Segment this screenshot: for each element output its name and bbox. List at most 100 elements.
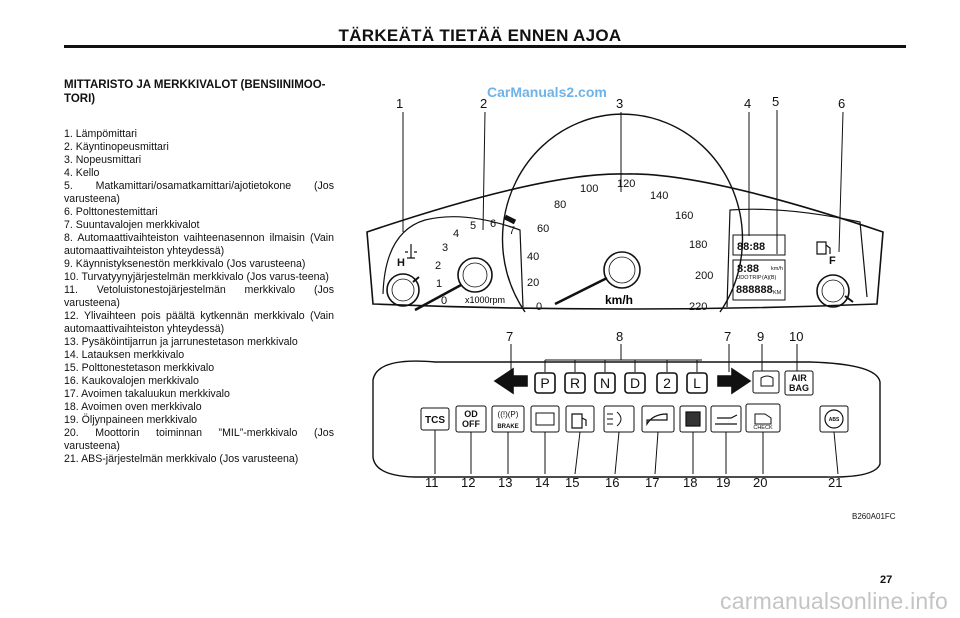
instrument-cluster-figure: 1 2 3 4 5 6 7 8 7 9 10 11 12 13 14 15 16… bbox=[366, 94, 884, 490]
callout-1: 1 bbox=[396, 96, 403, 111]
speed-tick: 160 bbox=[675, 210, 693, 222]
lcd-odo-digits: 888888 bbox=[736, 284, 773, 296]
callout-2: 2 bbox=[480, 96, 487, 111]
callout-6: 6 bbox=[838, 96, 845, 111]
legend-item: 9. Käynnistyksenestön merkkivalo (Jos va… bbox=[64, 258, 306, 270]
fuel-full-label: F bbox=[829, 255, 836, 267]
legend-list: 1. Lämpömittari 2. Käyntinopeusmittari 3… bbox=[64, 128, 334, 466]
lcd-odo: ODO bbox=[736, 275, 749, 281]
legend-item: 19. Öljynpaineen merkkivalo bbox=[64, 414, 198, 426]
lcd-clock-digits: 88:88 bbox=[737, 241, 765, 253]
speed-tick: 40 bbox=[527, 251, 539, 263]
tach-tick: 7 bbox=[509, 225, 515, 237]
check-label: CHECK bbox=[753, 425, 773, 431]
gear-l: L bbox=[693, 375, 701, 391]
callout-12: 12 bbox=[461, 475, 475, 490]
speedo-bezel bbox=[501, 113, 744, 313]
callout-21: 21 bbox=[828, 475, 842, 490]
speedo-knob bbox=[603, 251, 641, 289]
tailgate-icon bbox=[641, 405, 675, 433]
legend-item: 5. Matkamittari/osamatkamittari/ajotieto… bbox=[64, 180, 334, 205]
footer-watermark: carmanualsonline.info bbox=[720, 588, 948, 614]
legend-item: 20. Moottorin toiminnan ”MIL”-merkkivalo… bbox=[64, 427, 334, 452]
lcd-kmh: km/h bbox=[771, 266, 783, 272]
legend-item: 16. Kaukovalojen merkkivalo bbox=[64, 375, 199, 387]
speed-tick: 120 bbox=[617, 178, 635, 190]
speed-tick: 60 bbox=[537, 223, 549, 235]
lcd-trip-a: (A) bbox=[762, 275, 770, 281]
callout-9: 9 bbox=[757, 329, 764, 344]
tach-tick: 3 bbox=[442, 242, 448, 254]
callout-8: 8 bbox=[616, 329, 623, 344]
odometer-display bbox=[732, 259, 786, 301]
callout-5: 5 bbox=[772, 94, 779, 109]
callout-18: 18 bbox=[683, 475, 697, 490]
header-title: TÄRKEÄTÄ TIETÄÄ ENNEN AJOA bbox=[338, 26, 622, 45]
header-rule bbox=[64, 45, 906, 48]
warning-strip bbox=[372, 360, 881, 478]
callout-7-left: 7 bbox=[506, 329, 513, 344]
brake-label: BRAKE bbox=[497, 424, 518, 430]
temp-hot-label: H bbox=[397, 257, 405, 269]
callout-13: 13 bbox=[498, 475, 512, 490]
legend-item: 10. Turvatyynyjärjestelmän merkkivalo (J… bbox=[64, 271, 329, 283]
lcd-trip: TRIP bbox=[749, 275, 762, 281]
od-label-top: OD bbox=[464, 409, 478, 419]
immobilizer-icon bbox=[752, 370, 780, 394]
gear-2: 2 bbox=[663, 375, 671, 391]
speed-tick: 200 bbox=[695, 270, 713, 282]
legend-item: 12. Ylivaihteen pois päältä kytkennän me… bbox=[64, 310, 334, 335]
legend-item: 13. Pysäköintijarrun ja jarrunestetason … bbox=[64, 336, 298, 348]
fuel-gauge-knob bbox=[816, 274, 850, 308]
lcd-trip-b: (B) bbox=[769, 275, 777, 281]
legend-item: 15. Polttonestetason merkkivalo bbox=[64, 362, 215, 374]
speed-tick: 80 bbox=[554, 199, 566, 211]
charging-icon bbox=[530, 405, 560, 433]
tach-unit: x1000rpm bbox=[465, 295, 505, 305]
callout-4: 4 bbox=[744, 96, 751, 111]
legend-item: 17. Avoimen takaluukun merkkivalo bbox=[64, 388, 230, 400]
callout-14: 14 bbox=[535, 475, 549, 490]
turn-right-arrow-icon bbox=[717, 367, 752, 395]
legend-item: 11. Vetoluistonestojärjestelmän merkkiva… bbox=[64, 284, 334, 309]
speedo-needle bbox=[554, 276, 608, 306]
speed-unit: km/h bbox=[605, 293, 633, 307]
legend-item: 2. Käyntinopeusmittari bbox=[64, 141, 169, 153]
speed-tick: 180 bbox=[689, 239, 707, 251]
od-label-bottom: OFF bbox=[462, 419, 480, 429]
tach-tick: 6 bbox=[490, 218, 496, 230]
callout-20: 20 bbox=[753, 475, 767, 490]
legend-item: 6. Polttonestemittari bbox=[64, 206, 158, 218]
brake-symbol-icon: ((!)(P) bbox=[498, 410, 519, 419]
legend-item: 3. Nopeusmittari bbox=[64, 154, 142, 166]
temperature-icon bbox=[405, 244, 417, 259]
oil-pressure-icon bbox=[710, 405, 742, 433]
abs-icon bbox=[824, 409, 844, 429]
callout-10: 10 bbox=[789, 329, 803, 344]
fuel-pump-icon bbox=[816, 241, 831, 255]
speed-tick: 20 bbox=[527, 277, 539, 289]
speed-tick: 0 bbox=[536, 301, 542, 313]
legend-item: 4. Kello bbox=[64, 167, 100, 179]
legend-item: 8. Automaattivaihteiston vaihteenasennon… bbox=[64, 232, 334, 257]
legend-item: 7. Suuntavalojen merkkivalot bbox=[64, 219, 200, 231]
callout-19: 19 bbox=[716, 475, 730, 490]
speed-tick: 140 bbox=[650, 190, 668, 202]
tach-tick: 2 bbox=[435, 260, 441, 272]
speed-tick: 220 bbox=[689, 301, 707, 313]
tach-tick: 5 bbox=[470, 220, 476, 232]
turn-left-arrow-icon bbox=[493, 367, 528, 395]
tach-needle bbox=[414, 283, 462, 312]
figure-code: B260A01FC bbox=[852, 512, 896, 521]
gear-n: N bbox=[600, 375, 610, 391]
legend-item: 1. Lämpömittari bbox=[64, 128, 138, 140]
right-gauge-housing bbox=[726, 208, 868, 308]
legend-item: 21. ABS-järjestelmän merkkivalo (Jos var… bbox=[64, 453, 299, 465]
clock-display bbox=[732, 234, 786, 256]
page-number: 27 bbox=[880, 574, 893, 586]
tach-tick: 0 bbox=[441, 295, 447, 307]
callout-15: 15 bbox=[565, 475, 579, 490]
lcd-km: KM bbox=[773, 290, 782, 296]
callout-11: 11 bbox=[425, 475, 439, 490]
tach-tick: 4 bbox=[453, 228, 459, 240]
